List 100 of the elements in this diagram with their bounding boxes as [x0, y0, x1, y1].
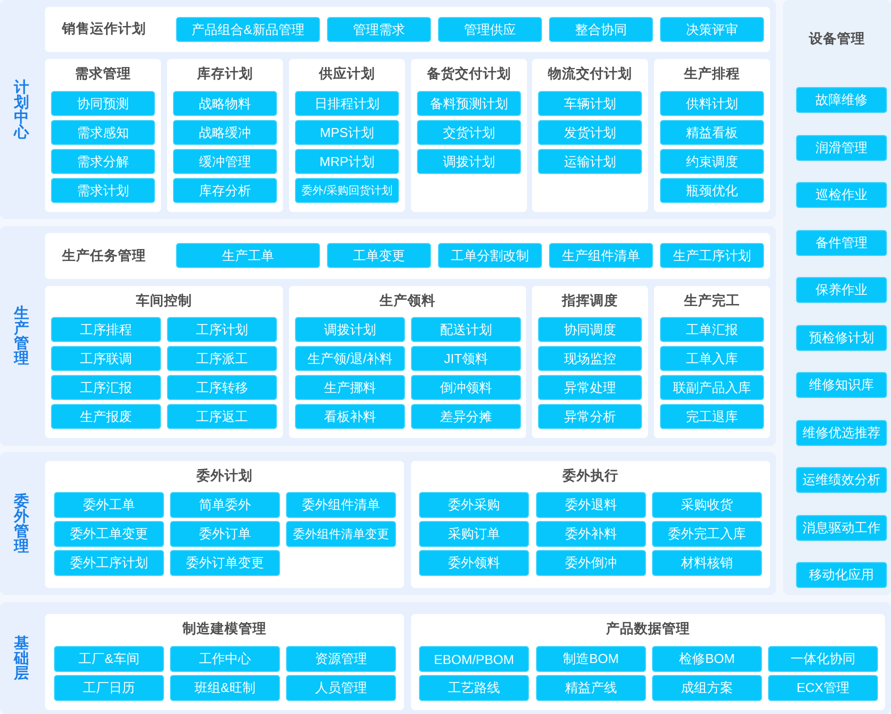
layer-label: 委外管理	[14, 494, 30, 554]
layer-label: 计划中心	[14, 80, 30, 140]
function-box: 委外工单	[54, 492, 164, 518]
function-box: 生产领/退/补料	[295, 346, 405, 371]
module-panel	[654, 59, 770, 212]
function-box: 委外订单变更	[170, 550, 280, 576]
layer-band	[0, 0, 776, 219]
function-box: 移动化应用	[796, 562, 887, 588]
layer-band	[0, 226, 776, 446]
module-heading: 委外执行	[562, 468, 618, 485]
function-box: 委外工序计划	[54, 550, 164, 576]
function-box: 维修知识库	[796, 372, 887, 398]
function-box: EBOM/PBOM	[419, 646, 529, 672]
module-heading: 指挥调度	[562, 293, 618, 310]
function-box: 简单委外	[170, 492, 280, 518]
function-box: 巡检作业	[796, 182, 887, 208]
function-box: 委外完工入库	[652, 521, 762, 547]
module-heading: 供应计划	[319, 66, 375, 83]
function-box: 配送计划	[411, 317, 521, 342]
module-heading: 库存计划	[197, 66, 253, 83]
function-box: 材料核销	[652, 550, 762, 576]
module-panel	[411, 461, 770, 588]
panel-label: 销售运作计划	[62, 21, 146, 38]
module-heading: 委外计划	[196, 468, 252, 485]
module-panel	[45, 614, 404, 710]
function-box: 工厂&车间	[54, 646, 164, 672]
module-heading: 物流交付计划	[548, 66, 632, 83]
function-box: 现场监控	[538, 346, 642, 371]
function-box: 协同调度	[538, 317, 642, 342]
function-box: 运输计划	[538, 149, 642, 174]
function-box: ECX管理	[768, 675, 878, 701]
function-box: 工序转移	[167, 375, 277, 400]
module-panel	[45, 233, 770, 279]
function-box: 采购收货	[652, 492, 762, 518]
function-box: 委外/采购回货计划	[295, 178, 399, 203]
module-heading: 制造建模管理	[182, 621, 266, 638]
function-box: 精益看板	[660, 120, 764, 145]
function-box: 战略物料	[173, 91, 277, 116]
function-box: 生产报废	[51, 404, 161, 429]
function-box: 工序汇报	[51, 375, 161, 400]
function-box: 生产挪料	[295, 375, 405, 400]
function-box: 调拨计划	[417, 149, 521, 174]
function-box: 维修优选推荐	[796, 420, 887, 446]
module-panel	[289, 59, 405, 212]
function-box: 润滑管理	[796, 134, 887, 160]
function-box: 完工退库	[660, 404, 764, 429]
function-box: 调拨计划	[295, 317, 405, 342]
layer-label: 生产管理	[14, 306, 30, 366]
function-box: 管理供应	[438, 17, 542, 42]
module-panel	[45, 7, 770, 52]
function-box: 运维绩效分析	[796, 467, 887, 493]
function-box: 委外倒冲	[536, 550, 646, 576]
module-panel	[411, 59, 527, 212]
function-box: 产品组合&新品管理	[176, 17, 320, 42]
function-box: 预检修计划	[796, 324, 887, 350]
function-box: 工单入库	[660, 346, 764, 371]
function-box: 约束调度	[660, 149, 764, 174]
module-heading: 产品数据管理	[606, 621, 690, 638]
function-box: 战略缓冲	[173, 120, 277, 145]
function-box: 车辆计划	[538, 91, 642, 116]
panel-heading: 设备管理	[809, 31, 865, 48]
function-box: 人员管理	[286, 675, 396, 701]
module-panel	[45, 461, 404, 588]
function-box: 异常处理	[538, 375, 642, 400]
function-box: 决策评审	[660, 17, 764, 42]
function-box: 资源管理	[286, 646, 396, 672]
function-box: 委外领料	[419, 550, 529, 576]
function-box: 协同预测	[51, 91, 155, 116]
function-box: 委外退料	[536, 492, 646, 518]
function-box: 工序联调	[51, 346, 161, 371]
module-heading: 需求管理	[75, 66, 131, 83]
function-box: 异常分析	[538, 404, 642, 429]
function-box: 生产工序计划	[660, 243, 764, 268]
function-box: 工厂日历	[54, 675, 164, 701]
function-box: 精益产线	[536, 675, 646, 701]
function-box: 工序排程	[51, 317, 161, 342]
function-box: 工序计划	[167, 317, 277, 342]
panel-label: 生产任务管理	[62, 248, 146, 264]
function-box: 委外补料	[536, 521, 646, 547]
function-box: 检修BOM	[652, 646, 762, 672]
side-panel	[783, 0, 891, 595]
function-box: 交货计划	[417, 120, 521, 145]
function-box: 一体化协同	[768, 646, 878, 672]
function-box: 备料预测计划	[417, 91, 521, 116]
module-panel	[654, 286, 770, 438]
module-heading: 备货交付计划	[427, 66, 511, 83]
module-panel	[289, 286, 526, 438]
module-heading: 生产排程	[684, 66, 740, 83]
function-box: 委外订单	[170, 521, 280, 547]
function-box: 工单变更	[327, 243, 431, 268]
function-box: 看板补料	[295, 404, 405, 429]
function-box: 供料计划	[660, 91, 764, 116]
function-box: 工单分割改制	[438, 243, 542, 268]
function-box: 工艺路线	[419, 675, 529, 701]
function-box: 委外工单变更	[54, 521, 164, 547]
function-box: 生产组件清单	[549, 243, 653, 268]
function-box: 日排程计划	[295, 91, 399, 116]
module-heading: 生产完工	[684, 293, 740, 310]
function-box: 消息驱动工作	[796, 514, 887, 540]
function-box: 委外组件清单	[286, 492, 396, 518]
